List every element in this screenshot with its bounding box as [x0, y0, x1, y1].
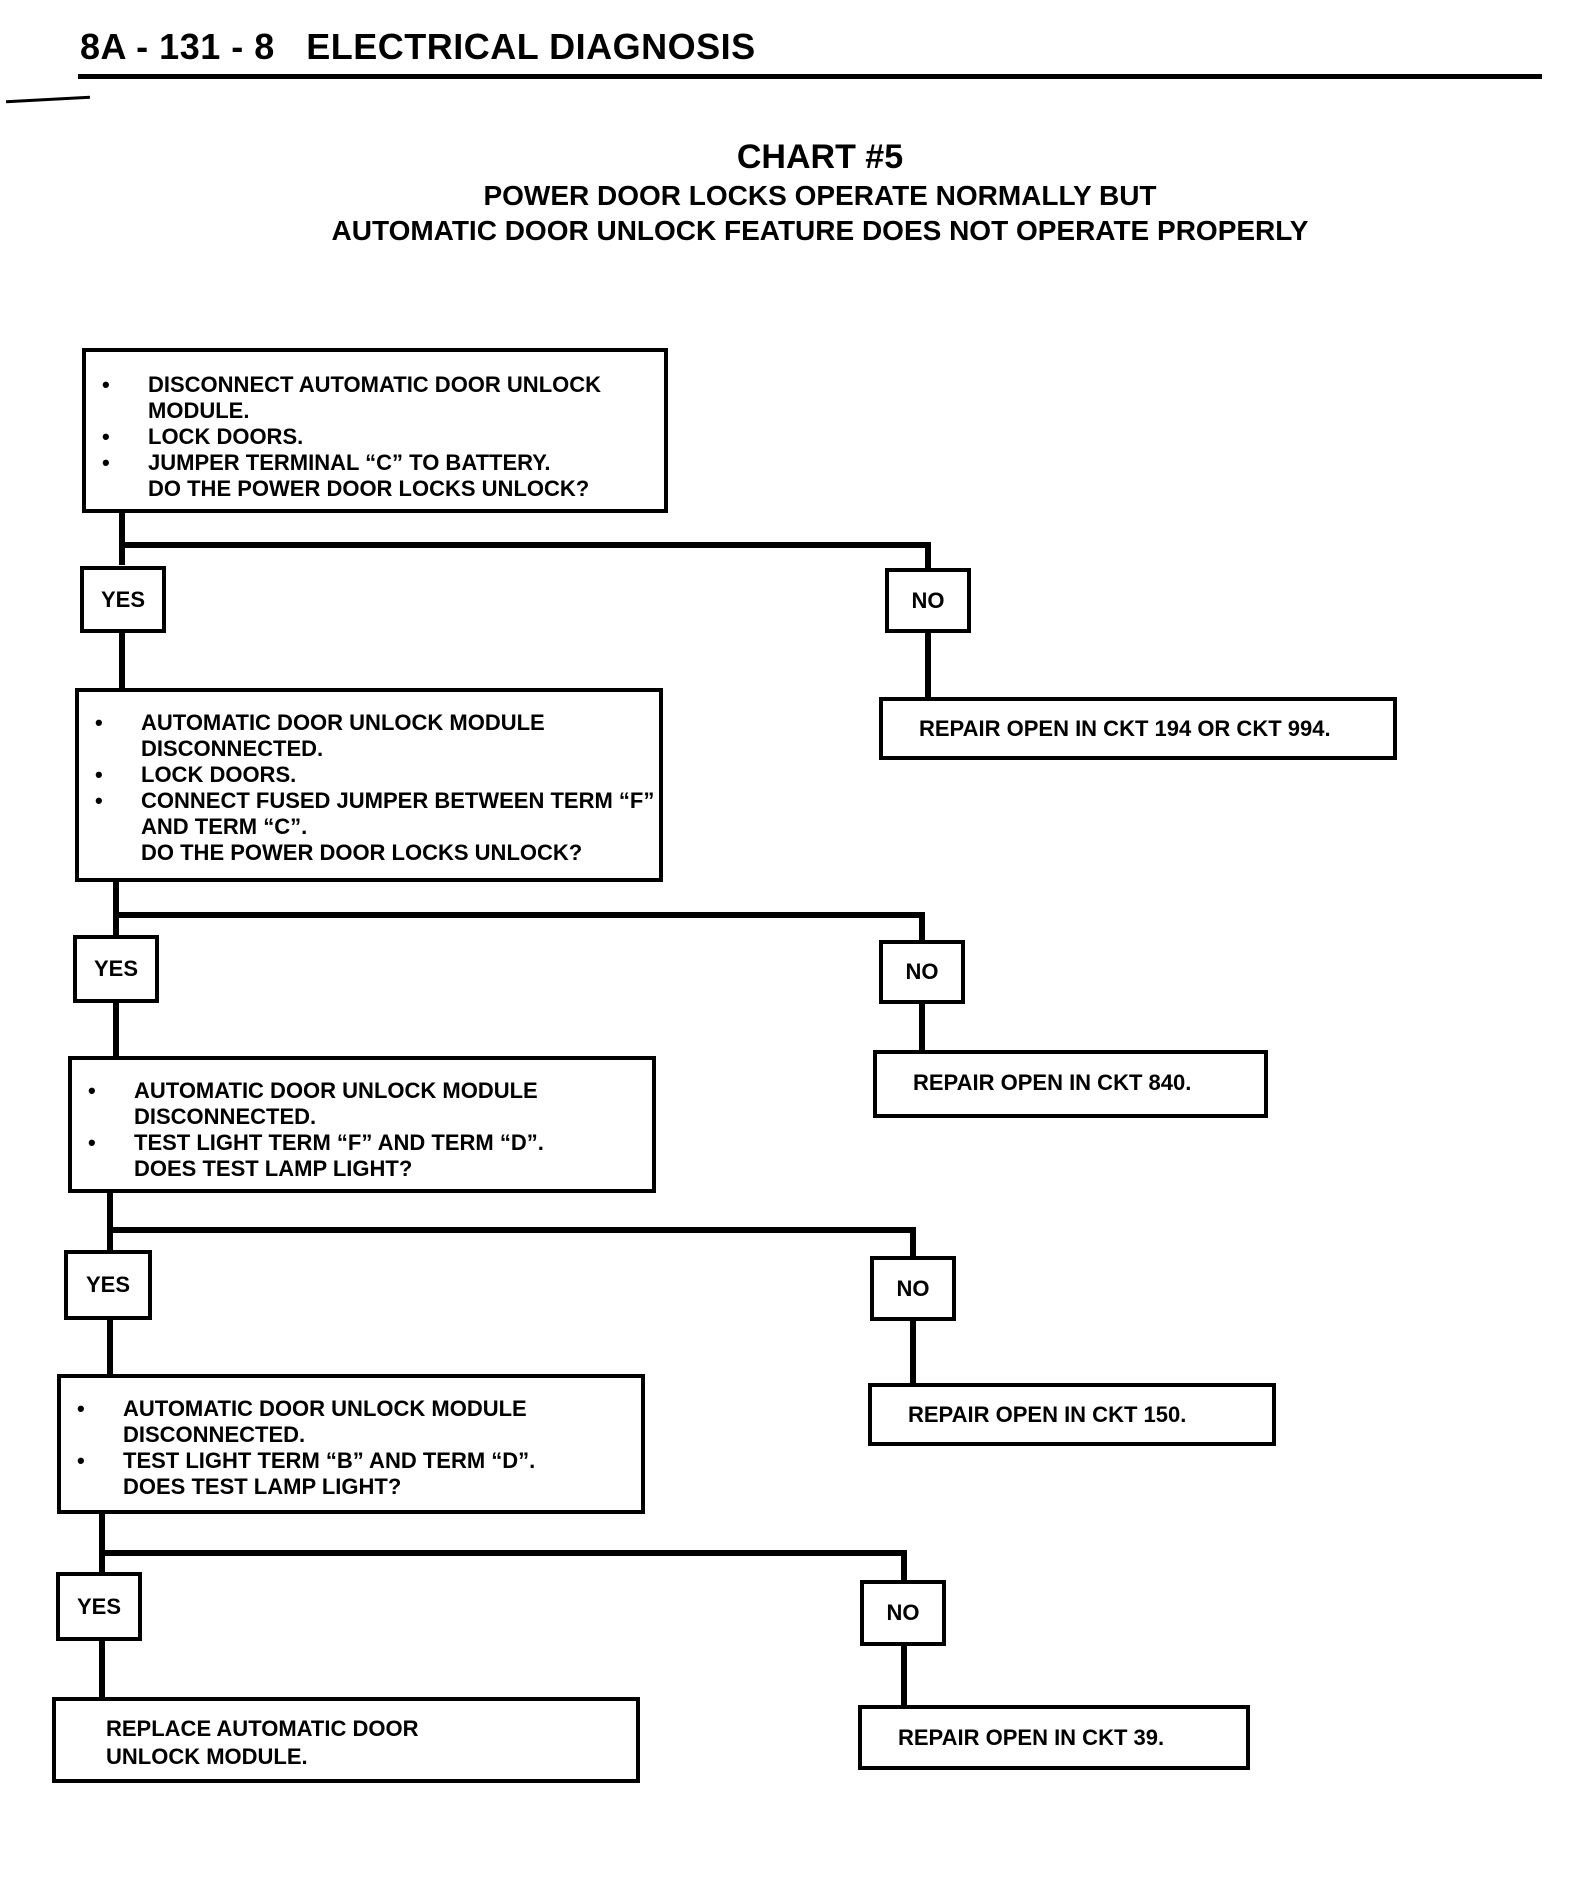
- step-3-bullet-1: AUTOMATIC DOOR UNLOCK MODULE DISCONNECTE…: [72, 1078, 652, 1130]
- result-no-4: REPAIR OPEN IN CKT 39.: [858, 1705, 1250, 1770]
- chart-title: CHART #5: [736, 138, 904, 176]
- chart-subtitle-line-2: AUTOMATIC DOOR UNLOCK FEATURE DOES NOT O…: [331, 215, 1309, 246]
- step-box-4: AUTOMATIC DOOR UNLOCK MODULE DISCONNECTE…: [57, 1374, 645, 1514]
- no-label-1: NO: [885, 568, 971, 633]
- step-1-bullet-3: JUMPER TERMINAL “C” TO BATTERY.: [86, 450, 664, 476]
- step-1-bullet-2: LOCK DOORS.: [86, 424, 664, 450]
- no-label-2: NO: [879, 940, 965, 1004]
- yes-label-2: YES: [73, 935, 159, 1003]
- result-no-2: REPAIR OPEN IN CKT 840.: [873, 1050, 1268, 1118]
- step-3-bullet-2: TEST LIGHT TERM “F” AND TERM “D”.: [72, 1130, 652, 1156]
- connector-step2: [113, 880, 925, 1059]
- result-final-yes: REPLACE AUTOMATIC DOOR UNLOCK MODULE.: [52, 1697, 640, 1783]
- chart-subtitle-line-1: POWER DOOR LOCKS OPERATE NORMALLY BUT: [483, 180, 1157, 211]
- page-reference: 8A - 131 - 8: [80, 26, 275, 67]
- step-4-bullet-1: AUTOMATIC DOOR UNLOCK MODULE DISCONNECTE…: [61, 1396, 641, 1448]
- page-header: 8A - 131 - 8 ELECTRICAL DIAGNOSIS: [80, 26, 756, 68]
- step-2-question: DO THE POWER DOOR LOCKS UNLOCK?: [141, 840, 583, 865]
- no-label-4: NO: [860, 1580, 946, 1646]
- result-no-3: REPAIR OPEN IN CKT 150.: [868, 1383, 1276, 1446]
- step-2-bullet-2: LOCK DOORS.: [79, 762, 659, 788]
- step-1-bullet-1: DISCONNECT AUTOMATIC DOOR UNLOCK MODULE.: [86, 372, 664, 424]
- step-box-3: AUTOMATIC DOOR UNLOCK MODULE DISCONNECTE…: [68, 1056, 656, 1193]
- step-3-question: DOES TEST LAMP LIGHT?: [134, 1156, 413, 1181]
- step-2-bullet-1: AUTOMATIC DOOR UNLOCK MODULE DISCONNECTE…: [79, 710, 659, 762]
- section-title: ELECTRICAL DIAGNOSIS: [306, 26, 756, 67]
- connector-step3: [107, 1191, 916, 1383]
- step-4-question: DOES TEST LAMP LIGHT?: [123, 1474, 402, 1499]
- connector-step1: [119, 512, 931, 697]
- step-2-bullet-3: CONNECT FUSED JUMPER BETWEEN TERM “F” AN…: [79, 788, 659, 840]
- step-box-1: DISCONNECT AUTOMATIC DOOR UNLOCK MODULE.…: [82, 348, 668, 513]
- result-no-1: REPAIR OPEN IN CKT 194 OR CKT 994.: [879, 697, 1397, 760]
- step-4-bullet-2: TEST LIGHT TERM “B” AND TERM “D”.: [61, 1448, 641, 1474]
- connector-step4: [99, 1512, 907, 1707]
- no-label-3: NO: [870, 1256, 956, 1321]
- yes-label-1: YES: [80, 566, 166, 633]
- step-1-question: DO THE POWER DOOR LOCKS UNLOCK?: [148, 476, 590, 501]
- header-rule: [78, 74, 1542, 79]
- yes-label-3: YES: [64, 1250, 152, 1320]
- step-box-2: AUTOMATIC DOOR UNLOCK MODULE DISCONNECTE…: [75, 688, 663, 882]
- yes-label-4: YES: [56, 1572, 142, 1641]
